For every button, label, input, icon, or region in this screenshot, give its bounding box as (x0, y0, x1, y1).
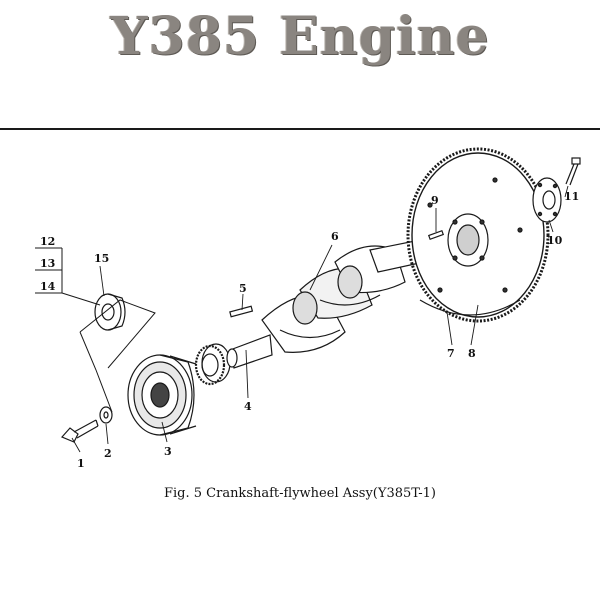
callout-12: 12 (40, 235, 55, 248)
figure-caption: Fig. 5 Crankshaft-flywheel Assy(Y385T-1) (163, 486, 437, 501)
callout-8: 8 (468, 347, 476, 360)
callout-7: 7 (447, 347, 455, 360)
callout-5: 5 (239, 282, 247, 295)
callout-6: 6 (331, 230, 339, 243)
part-15-seal (94, 293, 126, 331)
part-11-bolt (565, 157, 581, 186)
callout-15: 15 (94, 252, 109, 265)
part-1-bolt (60, 419, 99, 443)
callout-11: 11 (564, 190, 579, 203)
callout-13: 13 (40, 257, 55, 270)
callout-10: 10 (547, 234, 563, 247)
callout-14: 14 (40, 280, 56, 293)
part-6-crankshaft (226, 239, 425, 369)
callout-3: 3 (164, 445, 172, 458)
page-title: Y385 Engine (110, 6, 490, 67)
part-5-key (229, 305, 254, 318)
callout-1: 1 (77, 457, 85, 470)
title-band: Y385 Engine (0, 0, 600, 128)
assembly-lines (79, 299, 156, 413)
figure-frame (0, 128, 600, 600)
callout-9: 9 (431, 194, 439, 207)
part-2-washer (99, 406, 113, 424)
leader-lines (71, 185, 569, 453)
part-10-plate (532, 177, 562, 223)
part-3-pulley (127, 354, 197, 436)
part-8-flywheel (406, 147, 550, 323)
part-9-pin (427, 229, 445, 241)
callout-bracket-12-14 (35, 247, 101, 306)
part-4-timing-gear (194, 343, 231, 386)
callout-4: 4 (244, 400, 252, 413)
callout-2: 2 (104, 447, 112, 460)
